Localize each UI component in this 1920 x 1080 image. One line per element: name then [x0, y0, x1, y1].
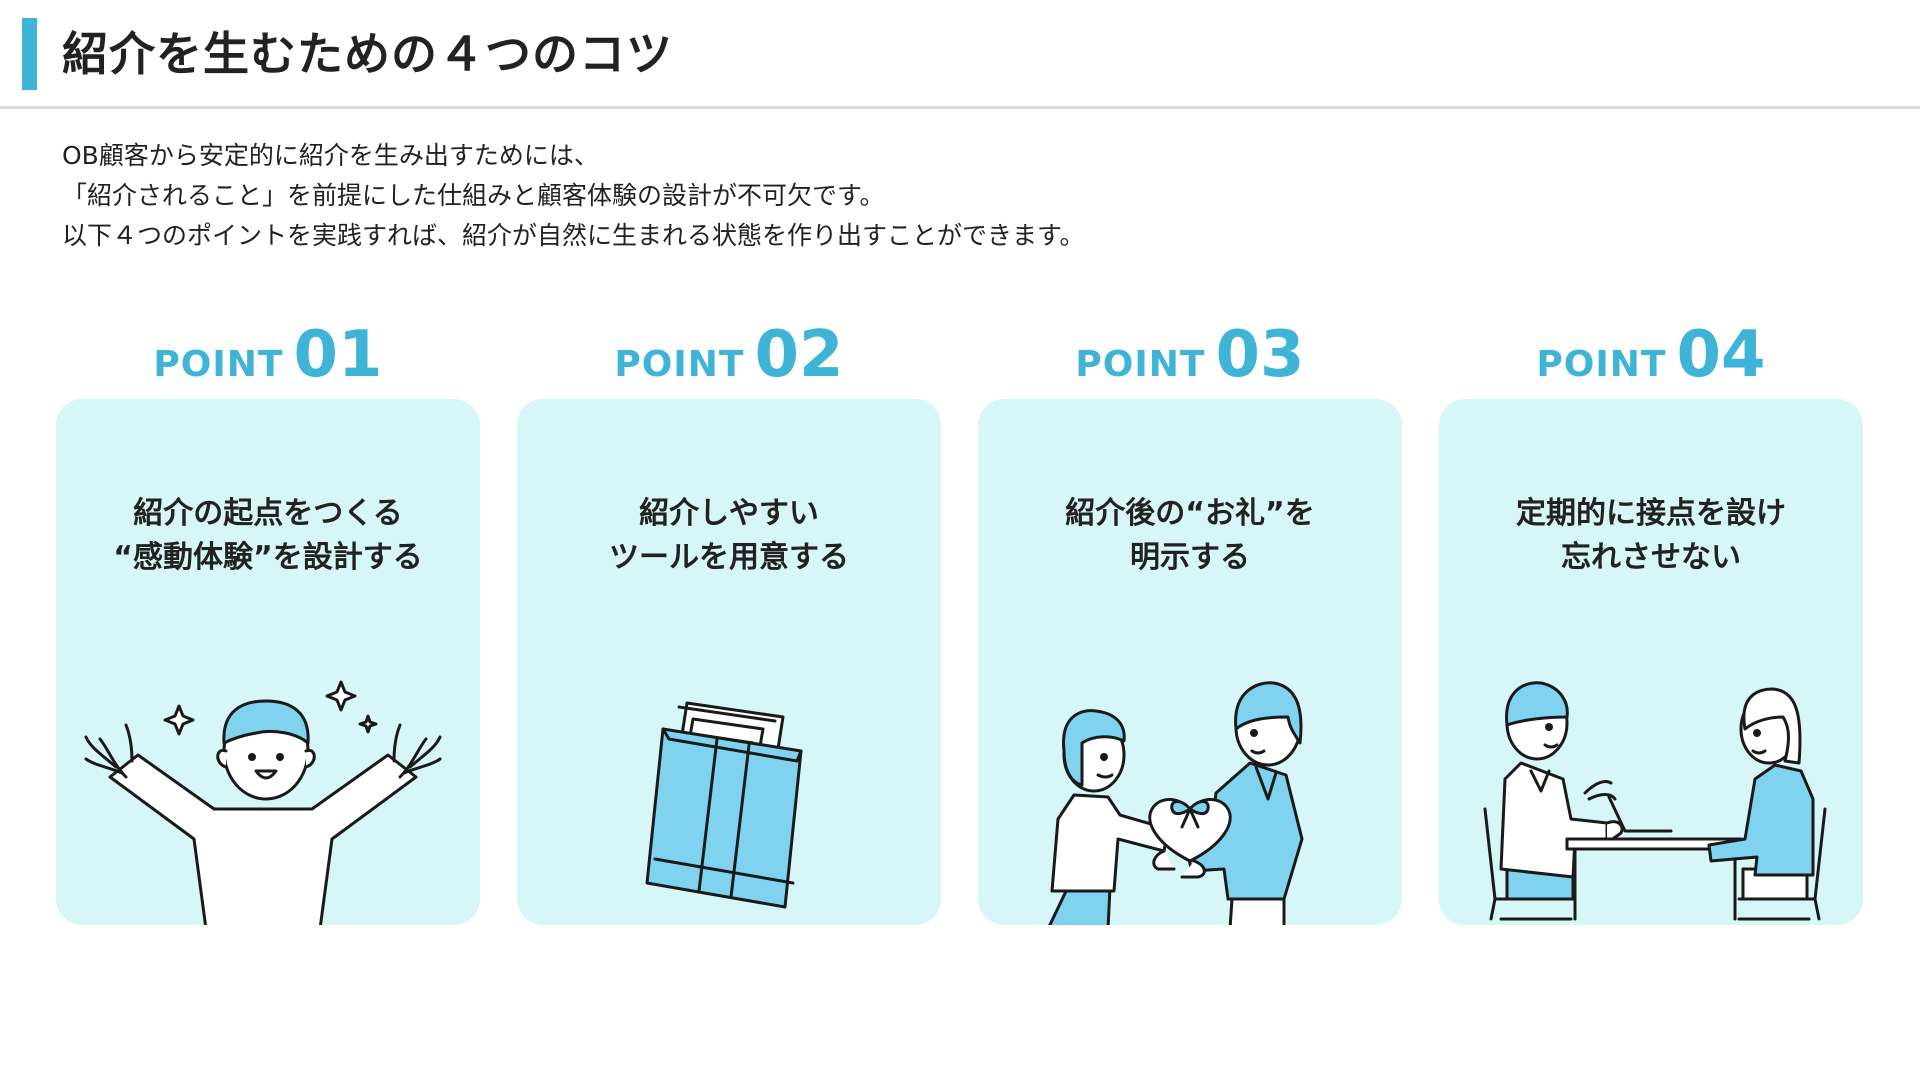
point-card-03: 紹介後の“お礼”を 明示する [978, 399, 1402, 925]
point-label: POINT [1536, 344, 1667, 385]
point-card-text: 定期的に接点を設け 忘れさせない [1439, 492, 1863, 580]
point-card-01: 紹介の起点をつくる “感動体験”を設計する [56, 399, 480, 925]
point-card-text: 紹介の起点をつくる “感動体験”を設計する [56, 492, 480, 580]
intro-line: 「紹介されること」を前提にした仕組みと顧客体験の設計が不可欠です。 [62, 181, 885, 210]
point-label: POINT [153, 344, 284, 385]
gift-handover-icon [1048, 681, 1304, 925]
point-label: POINT [614, 344, 745, 385]
point-card-text: 紹介後の“お礼”を 明示する [978, 492, 1402, 580]
title-accent-bar [22, 18, 37, 90]
point-card-line: “感動体験”を設計する [113, 540, 423, 575]
celebrating-person-icon [84, 680, 442, 925]
point-number: 02 [754, 318, 844, 392]
intro-line: 以下４つのポイントを実践すれば、紹介が自然に生まれる状態を作り出すことができます… [62, 221, 1085, 250]
point-card-line: 紹介後の“お礼”を [1065, 496, 1315, 531]
point-number: 03 [1215, 318, 1305, 392]
point-card-line: 紹介の起点をつくる [133, 496, 403, 531]
point-card-02: 紹介しやすい ツールを用意する [517, 399, 941, 925]
meeting-table-icon [1483, 681, 1827, 921]
point-card-line: 紹介しやすい [639, 496, 819, 531]
header: 紹介を生むための４つのコツ [0, 0, 1920, 109]
point-card-line: 忘れさせない [1561, 540, 1741, 575]
page-title: 紹介を生むための４つのコツ [62, 27, 673, 81]
envelope-documents-icon [645, 701, 803, 909]
intro-line: OB顧客から安定的に紹介を生み出すためには、 [62, 141, 599, 170]
point-card-line: ツールを用意する [609, 540, 849, 575]
point-number: 01 [293, 318, 383, 392]
intro-text: OB顧客から安定的に紹介を生み出すためには、 「紹介されること」を前提にした仕組… [62, 136, 1662, 256]
point-label: POINT [1075, 344, 1206, 385]
point-number: 04 [1676, 318, 1766, 392]
point-card-04: 定期的に接点を設け 忘れさせない [1439, 399, 1863, 925]
point-card-text: 紹介しやすい ツールを用意する [517, 492, 941, 580]
point-card-line: 定期的に接点を設け [1516, 496, 1786, 531]
point-card-line: 明示する [1130, 540, 1250, 575]
